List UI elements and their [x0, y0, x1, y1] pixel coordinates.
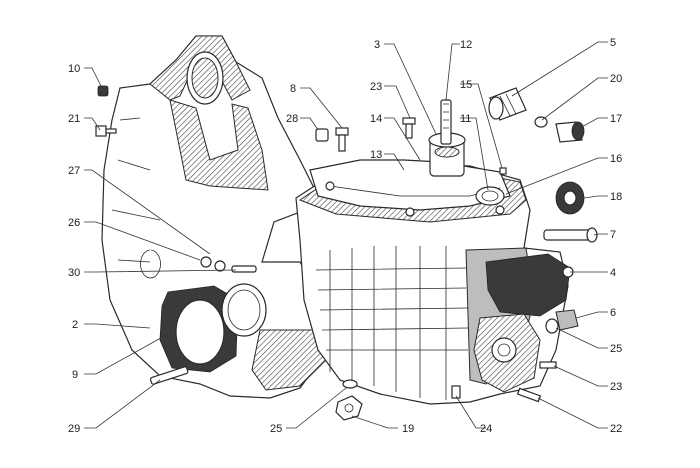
- part-label-26: 26: [68, 217, 80, 229]
- part-label-10: 10: [68, 63, 80, 75]
- gearbox-casing: [295, 163, 574, 405]
- bell-housing: [101, 35, 331, 399]
- part-label-15: 15: [460, 79, 472, 91]
- part-label-30: 30: [68, 267, 80, 279]
- part-label-29: 29: [68, 423, 80, 435]
- part-label-7: 7: [610, 229, 616, 241]
- part-label-13: 13: [370, 149, 382, 161]
- part-label-5: 5: [610, 37, 616, 49]
- part-label-4: 4: [610, 267, 616, 279]
- part-label-16: 16: [610, 153, 622, 165]
- part-label-9: 9: [72, 369, 78, 381]
- part-label-8: 8: [290, 83, 296, 95]
- part-label-23-top: 23: [370, 81, 382, 93]
- top-cover-assembly: [309, 99, 511, 217]
- part-label-24: 24: [480, 423, 492, 435]
- part-labels: 10 21 27 26 30 2 9 29 3 12 23 8 28 14 13…: [68, 37, 622, 435]
- part-label-2: 2: [72, 319, 78, 331]
- part-label-11: 11: [460, 113, 471, 125]
- part-label-21: 21: [68, 113, 80, 125]
- part-label-6: 6: [610, 307, 616, 319]
- part-label-28: 28: [286, 113, 298, 125]
- part-label-17: 17: [610, 113, 622, 125]
- part-label-25-right: 25: [610, 343, 622, 355]
- leader-lines: [84, 41, 608, 429]
- part-label-25-bottom: 25: [270, 423, 282, 435]
- part-label-18: 18: [610, 191, 622, 203]
- part-label-20: 20: [610, 73, 622, 85]
- part-label-27: 27: [68, 165, 80, 177]
- part-label-19: 19: [402, 423, 414, 435]
- part-label-23-right: 23: [610, 381, 622, 393]
- part-label-14: 14: [370, 113, 382, 125]
- part-label-12: 12: [460, 39, 472, 51]
- part-label-22: 22: [610, 423, 622, 435]
- part-label-3: 3: [374, 39, 380, 51]
